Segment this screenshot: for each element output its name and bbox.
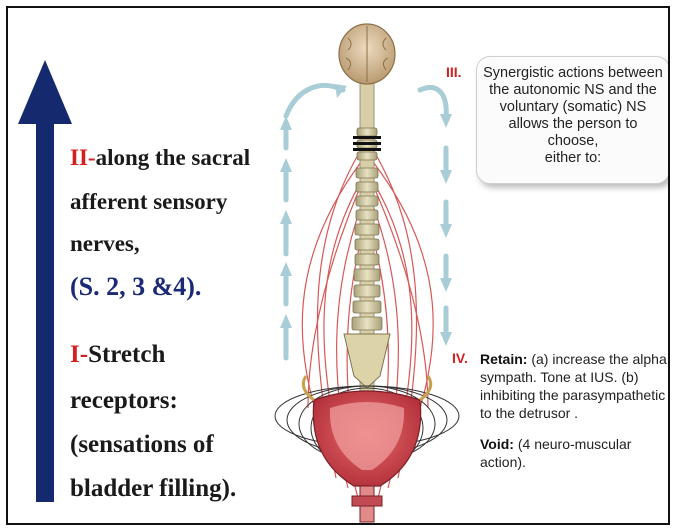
diagram-frame: II-along the sacral afferent sensory ner… xyxy=(6,6,670,525)
spinal-cord-illustration xyxy=(344,78,390,408)
stage-1-line-2: receptors: xyxy=(70,386,178,416)
stage-4-retain-line-4: to the detrusor . xyxy=(480,405,578,422)
stage-2-line-1: II-along the sacral xyxy=(70,144,250,172)
stage-2-segments: (S. 2, 3 &4). xyxy=(70,272,201,302)
void-label: Void: xyxy=(480,436,514,452)
stage-3-line: allows the person to choose, xyxy=(483,116,663,150)
stage-1-text-1: Stretch xyxy=(88,341,165,368)
stage-4-retain-line-2: sympath. Tone at IUS. (b) xyxy=(480,369,638,386)
stage-4-void-line-1: Void: (4 neuro-muscular xyxy=(480,436,631,453)
stage-3-line: Synergistic actions between xyxy=(483,65,663,82)
stage-1-line-3: (sensations of xyxy=(70,430,214,460)
stage-1-line-1: I-Stretch xyxy=(70,340,165,370)
stage-1-line-4: bladder filling). xyxy=(70,474,236,504)
bladder-illustration xyxy=(303,376,430,522)
stage-2-line-2: afferent sensory xyxy=(70,188,227,216)
stage-4-retain-line-3: inhibiting the parasympathetic xyxy=(480,387,665,404)
stage-2-text-1: along the sacral xyxy=(96,145,251,170)
stage-3-numeral: III. xyxy=(446,64,462,80)
stage-4-void-line-2: action). xyxy=(480,454,526,471)
retain-text-1: (a) increase the alpha xyxy=(527,351,666,367)
void-text-1: (4 neuro-muscular xyxy=(514,436,632,452)
stage-3-line: voluntary (somatic) NS xyxy=(483,99,663,116)
stage-4-numeral: IV. xyxy=(452,350,468,366)
stage-3-line: either to: xyxy=(483,150,663,167)
brain-illustration xyxy=(339,24,395,84)
stage-1-numeral: I- xyxy=(70,341,88,368)
stage-2-numeral: II- xyxy=(70,145,96,170)
retain-label: Retain: xyxy=(480,351,527,367)
stage-2-line-3: nerves, xyxy=(70,230,140,258)
stage-4-retain-line-1: Retain: (a) increase the alpha xyxy=(480,351,667,368)
stage-3-note: Synergistic actions between the autonomi… xyxy=(476,56,670,184)
upward-arrow-icon xyxy=(18,60,72,502)
stage-3-line: the autonomic NS and the xyxy=(483,82,663,99)
